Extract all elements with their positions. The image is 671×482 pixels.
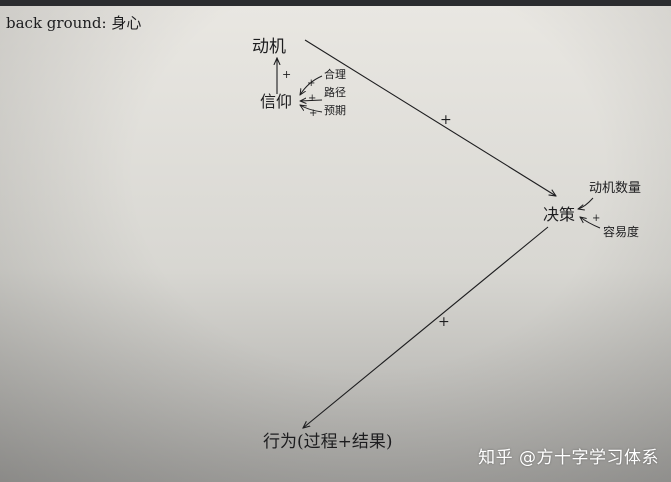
rational-to-belief-arrow xyxy=(300,75,323,95)
ease-sign: + xyxy=(592,213,600,224)
hand-drawn-diagram: back ground: 身心 动机 信仰 + 合理 路径 预期 + + + +… xyxy=(6,14,641,452)
behavior-node: 行为(过程+结果) xyxy=(263,432,393,452)
expectation-label: 预期 xyxy=(324,104,346,117)
motivation-node: 动机 xyxy=(252,37,286,57)
background-label: back ground: 身心 xyxy=(6,14,141,32)
belief-motivation-sign: + xyxy=(282,68,291,81)
belief-node: 信仰 xyxy=(260,92,292,111)
motivation-to-decision-arrow xyxy=(304,39,556,196)
motive-count-to-decision-arrow xyxy=(578,197,594,209)
decision-behavior-sign: + xyxy=(438,314,450,330)
path-to-belief-arrow xyxy=(300,100,323,101)
rational-sign: + xyxy=(307,78,315,89)
ease-label: 容易度 xyxy=(603,224,639,239)
expectation-to-belief-arrow xyxy=(300,105,323,113)
path-label: 路径 xyxy=(324,86,346,99)
expectation-sign: + xyxy=(309,108,317,119)
motive-count-label: 动机数量 xyxy=(589,181,641,196)
ease-to-decision-arrow xyxy=(580,217,601,229)
motivation-decision-sign: + xyxy=(440,112,452,128)
decision-to-behavior-arrow xyxy=(303,226,549,428)
decision-node: 决策 xyxy=(543,205,575,224)
window-top-bar xyxy=(0,0,671,6)
path-sign: + xyxy=(308,93,316,104)
zhihu-watermark: 知乎 @方十字学习体系 xyxy=(478,448,659,468)
paper-sheet: back ground: 身心 动机 信仰 + 合理 路径 预期 + + + +… xyxy=(0,6,671,482)
rational-label: 合理 xyxy=(324,67,346,81)
